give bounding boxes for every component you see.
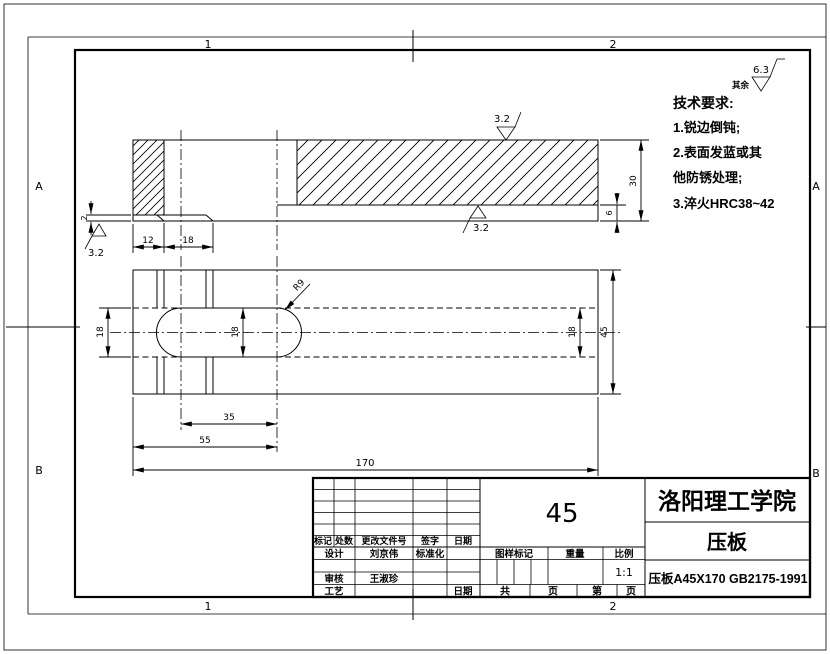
zone-label: 2 bbox=[610, 38, 617, 51]
tb-designer-name: 刘京伟 bbox=[370, 548, 399, 560]
tb-label-drawing-mark: 图样标记 bbox=[495, 548, 534, 560]
zone-label: B bbox=[35, 464, 43, 477]
tb-label-total: 共 bbox=[500, 585, 510, 598]
tb-material: 45 bbox=[545, 499, 578, 529]
tb-label-date: 日期 bbox=[454, 535, 472, 546]
dim-text: 30 bbox=[629, 175, 639, 187]
hatch-body bbox=[297, 140, 598, 205]
dim-text: 35 bbox=[223, 413, 234, 423]
tb-part-spec: 压板A45X170 GB2175-1991 bbox=[648, 571, 807, 586]
leader-line bbox=[284, 283, 311, 311]
tb-company: 洛阳理工学院 bbox=[658, 488, 796, 514]
tb-label-page2: 页 bbox=[626, 586, 636, 598]
tech-req-line: 1.锐边倒钝; bbox=[673, 120, 740, 135]
section-view: 12 18 2 3.2 3.2 3.2 6 bbox=[80, 111, 649, 259]
roughness-value: 3.2 bbox=[473, 223, 489, 234]
dim-text: 45 bbox=[600, 326, 610, 337]
roughness-symbol-left: 3.2 bbox=[84, 223, 107, 259]
hatch-heel bbox=[133, 140, 164, 215]
tb-label-check: 审核 bbox=[324, 573, 344, 585]
dim-text: R9 bbox=[292, 278, 308, 294]
plan-outline bbox=[132, 269, 599, 395]
tb-label-weight: 重量 bbox=[565, 548, 585, 560]
tb-label-process: 工艺 bbox=[324, 586, 344, 598]
roughness-others-label: 其余 bbox=[732, 80, 750, 90]
dim-text: 2 bbox=[80, 215, 89, 220]
tb-label-doc-no: 更改文件号 bbox=[361, 535, 406, 546]
slot bbox=[156, 307, 302, 358]
roughness-symbol-bottom: 3.2 bbox=[462, 205, 489, 234]
roughness-value: 3.2 bbox=[88, 248, 104, 259]
zone-label: A bbox=[35, 180, 43, 193]
roughness-value: 3.2 bbox=[494, 114, 510, 125]
tech-req-line: 2.表面发蓝或其 bbox=[673, 145, 762, 160]
dim-text: 18 bbox=[568, 326, 578, 338]
dim-text: 18 bbox=[231, 326, 241, 338]
tb-label-mark: 标记 bbox=[313, 535, 332, 546]
tb-scale-value: 1:1 bbox=[615, 566, 633, 579]
tech-req-heading: 技术要求: bbox=[673, 95, 734, 111]
tb-label-sign: 签字 bbox=[420, 535, 439, 546]
dim-text: 170 bbox=[355, 458, 374, 469]
roughness-value: 6.3 bbox=[753, 65, 769, 76]
tb-label-design: 设计 bbox=[324, 548, 344, 560]
tb-label-standardization: 标准化 bbox=[415, 548, 445, 560]
tb-label-no: 第 bbox=[592, 585, 602, 598]
tb-checker-name: 王淑珍 bbox=[370, 573, 399, 585]
zone-label: 1 bbox=[205, 38, 212, 51]
dim-text: 18 bbox=[96, 326, 106, 338]
roughness-symbol-others bbox=[751, 58, 785, 92]
tb-label-date2: 日期 bbox=[453, 586, 472, 598]
zone-label: B bbox=[812, 467, 820, 480]
tb-label-count: 处数 bbox=[334, 535, 354, 546]
tb-label-page: 页 bbox=[548, 586, 558, 598]
roughness-symbol-top: 3.2 bbox=[494, 111, 522, 141]
dim-text: 55 bbox=[199, 436, 210, 446]
plan-view: 18 18 18 45 R9 35 55 170 bbox=[96, 256, 621, 476]
dim-text: 18 bbox=[182, 236, 194, 246]
section-outline bbox=[132, 139, 599, 222]
tb-label-scale: 比例 bbox=[614, 548, 633, 560]
dim-text: 6 bbox=[605, 210, 614, 215]
zone-label: 2 bbox=[610, 600, 617, 613]
tech-req-line: 3.淬火HRC38~42 bbox=[673, 196, 775, 211]
zone-label: A bbox=[812, 180, 820, 193]
zone-label: 1 bbox=[205, 600, 212, 613]
title-block: 标记 处数 更改文件号 签字 日期 设计 刘京伟 标准化 审核 王淑珍 工艺 日… bbox=[311, 476, 812, 599]
tech-req-line: 他防锈处理; bbox=[672, 170, 742, 185]
tb-part-name: 压板 bbox=[707, 530, 748, 554]
dim-text: 12 bbox=[142, 236, 153, 246]
tech-requirements: 其余 6.3 技术要求: 1.锐边倒钝; 2.表面发蓝或其 他防锈处理; 3.淬… bbox=[672, 58, 785, 211]
